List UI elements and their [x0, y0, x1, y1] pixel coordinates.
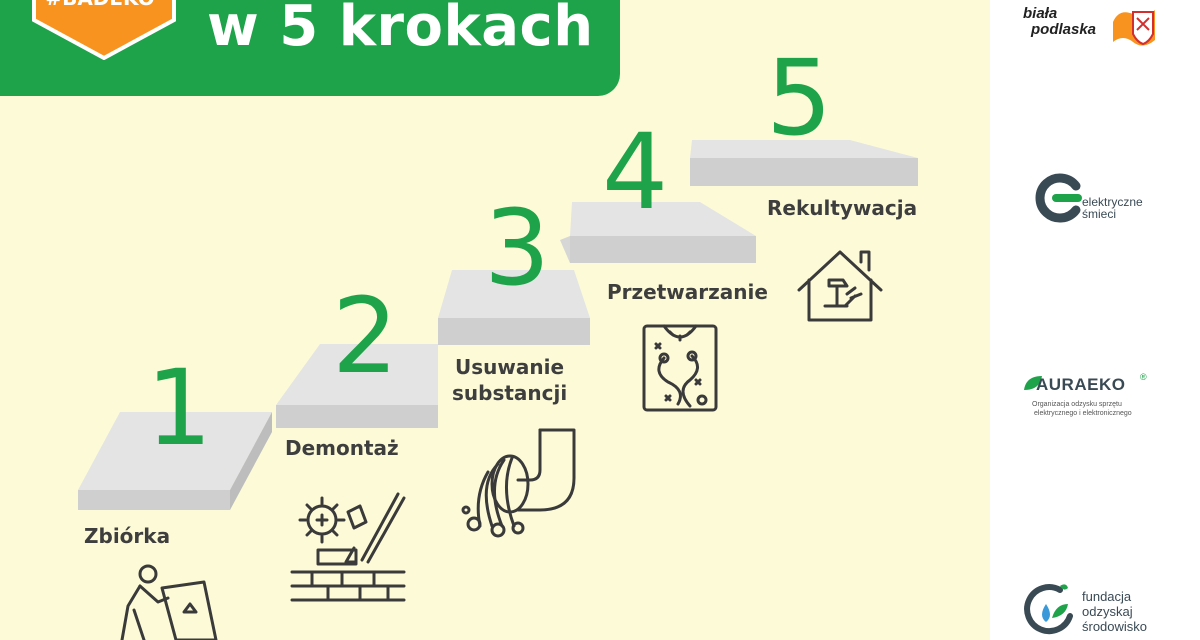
step-5-platform: [690, 140, 918, 186]
step-3-number: 3: [484, 187, 551, 309]
person-pushing-recycling-bin-icon: [120, 564, 218, 640]
step-3-label-line1: Usuwanie: [455, 355, 565, 379]
leaf-icon: [1024, 376, 1042, 390]
fundacja-icon: [1024, 584, 1073, 635]
coat-of-arms-icon: [1113, 10, 1155, 46]
badge-text: #BADEKO: [40, 0, 160, 10]
aura-eko-registered: ®: [1140, 372, 1147, 382]
aura-eko-logo: AURAEKO ® Organizacja odzysku sprzętu el…: [1022, 370, 1172, 426]
step-3-label-line2: substancji: [452, 381, 568, 405]
fundacja-line2: odzyskaj: [1082, 604, 1133, 619]
step-5-number: 5: [766, 37, 833, 159]
partners-sidebar: biała podlaska elektryczne śmieci AURAEK…: [990, 0, 1200, 640]
aura-eko-name: AURAEKO: [1036, 375, 1126, 394]
staircase: [78, 140, 918, 510]
infographic-canvas: #BADEKO w 5 krokach 1: [0, 0, 918, 640]
step-1-platform: [78, 412, 272, 510]
page-title: w 5 krokach: [207, 0, 594, 59]
step-5-label: Rekultywacja: [767, 196, 918, 220]
step-4-label: Przetwarzanie: [607, 280, 768, 304]
badge-hexagon: [32, 0, 176, 60]
step-3-platform: [438, 270, 590, 345]
elektryczne-smieci-logo: elektryczne śmieci: [1032, 172, 1162, 226]
step-1-label: Zbiórka: [84, 524, 171, 548]
step-4-number: 4: [602, 111, 669, 233]
biala-podlaska-line2: podlaska: [1031, 21, 1097, 38]
fundacja-line1: fundacja: [1082, 589, 1132, 604]
biala-podlaska-line1: biała: [1023, 5, 1058, 22]
fundacja-logo: fundacja odzyskaj środowisko: [1024, 580, 1174, 640]
circuit-board-icon: [642, 324, 718, 412]
elektryczne-smieci-line2: śmieci: [1082, 207, 1117, 221]
house-with-tools-icon: [797, 250, 883, 322]
step-4-platform: [560, 202, 756, 263]
step-2-number: 2: [332, 275, 399, 397]
step-2-platform: [276, 344, 438, 428]
step-2-label: Demontaż: [285, 436, 399, 460]
pipe-draining-icon: [461, 428, 576, 538]
step-1-number: 1: [146, 347, 213, 469]
elektryczne-smieci-icon: [1035, 173, 1082, 223]
dismantling-tools-icon: [290, 492, 406, 602]
aura-eko-tagline1: Organizacja odzysku sprzętu: [1032, 401, 1122, 408]
biala-podlaska-logo: biała podlaska: [1023, 4, 1163, 48]
aura-eko-tagline2: elektrycznego i elektronicznego: [1034, 410, 1132, 417]
fundacja-line3: środowisko: [1082, 619, 1148, 634]
elektryczne-smieci-line1: elektryczne: [1082, 195, 1143, 209]
